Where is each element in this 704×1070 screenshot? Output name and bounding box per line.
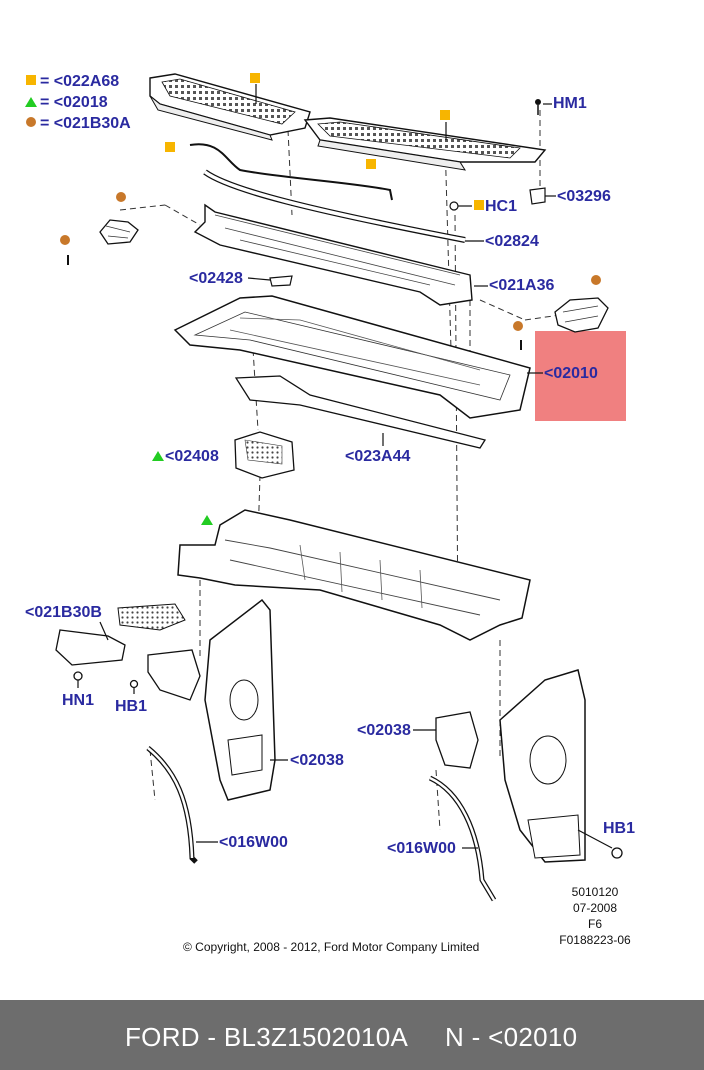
footer-bar: FORD - BL3Z1502010A N - <02010 bbox=[0, 1000, 704, 1070]
label-021a36: <021A36 bbox=[489, 277, 554, 294]
part-labels: HM1 <03296 HC1 <02824 <02428 <021A36 <02… bbox=[25, 95, 635, 857]
inner-panel-left bbox=[147, 598, 276, 801]
legend-square-icon bbox=[26, 75, 36, 85]
label-023a44: <023A44 bbox=[345, 448, 410, 465]
legend-label-1: = <022A68 bbox=[40, 73, 119, 90]
label-02428: <02428 bbox=[189, 270, 243, 287]
cowl-panel-main bbox=[173, 295, 531, 419]
footer-reference: N - <02010 bbox=[445, 1022, 578, 1052]
label-021b30b: <021B30B bbox=[25, 604, 102, 621]
copyright: © Copyright, 2008 - 2012, Ford Motor Com… bbox=[183, 940, 479, 954]
label-hn1: HN1 bbox=[62, 692, 94, 709]
cowl-seal-lower bbox=[234, 375, 487, 449]
label-016w00-left: <016W00 bbox=[219, 834, 288, 851]
label-02010: <02010 bbox=[544, 365, 598, 382]
label-02038-left-panel: <02038 bbox=[290, 752, 344, 769]
inner-panel-right bbox=[435, 669, 586, 863]
legend: = <022A68 = <02018 = <021B30A bbox=[25, 73, 131, 132]
legend-label-3: = <021B30A bbox=[40, 115, 131, 132]
washer-hose bbox=[189, 143, 393, 201]
footer-part-number: FORD - BL3Z1502010A bbox=[125, 1022, 409, 1052]
bracket-02428 bbox=[269, 275, 293, 287]
label-02038-right-panel: <02038 bbox=[357, 722, 411, 739]
label-02824: <02824 bbox=[485, 233, 539, 250]
label-hm1: HM1 bbox=[553, 95, 587, 112]
insulator-02408 bbox=[234, 431, 295, 479]
bracket-right bbox=[554, 297, 609, 333]
alignment-lines bbox=[119, 110, 561, 831]
svg-text:F6: F6 bbox=[588, 917, 602, 931]
cowl-grille-right bbox=[303, 117, 547, 171]
legend-label-2: = <02018 bbox=[40, 94, 108, 111]
pillar-left bbox=[146, 746, 198, 864]
label-02408: <02408 bbox=[165, 448, 219, 465]
label-hb1-left: HB1 bbox=[115, 698, 147, 715]
dash-panel bbox=[177, 509, 531, 641]
cowl-panel-upper bbox=[193, 203, 473, 306]
leader-lines bbox=[77, 103, 613, 849]
info-block: 5010120 07-2008 F6 F0188223-06 bbox=[559, 885, 631, 947]
legend-circle-icon bbox=[26, 117, 36, 127]
label-03296: <03296 bbox=[557, 188, 611, 205]
legend-triangle-icon bbox=[25, 97, 37, 107]
svg-text:F0188223-06: F0188223-06 bbox=[559, 933, 631, 947]
svg-text:07-2008: 07-2008 bbox=[573, 901, 617, 915]
cowl-grille-left bbox=[149, 73, 311, 141]
label-hc1: HC1 bbox=[485, 198, 517, 215]
parts-diagram: = <022A68 = <02018 = <021B30A bbox=[25, 73, 635, 954]
highlight-box bbox=[535, 331, 626, 421]
svg-text:5010120: 5010120 bbox=[572, 885, 619, 899]
bracket-left bbox=[99, 219, 139, 245]
label-016w00-right: <016W00 bbox=[387, 840, 456, 857]
label-hb1-right: HB1 bbox=[603, 820, 635, 837]
